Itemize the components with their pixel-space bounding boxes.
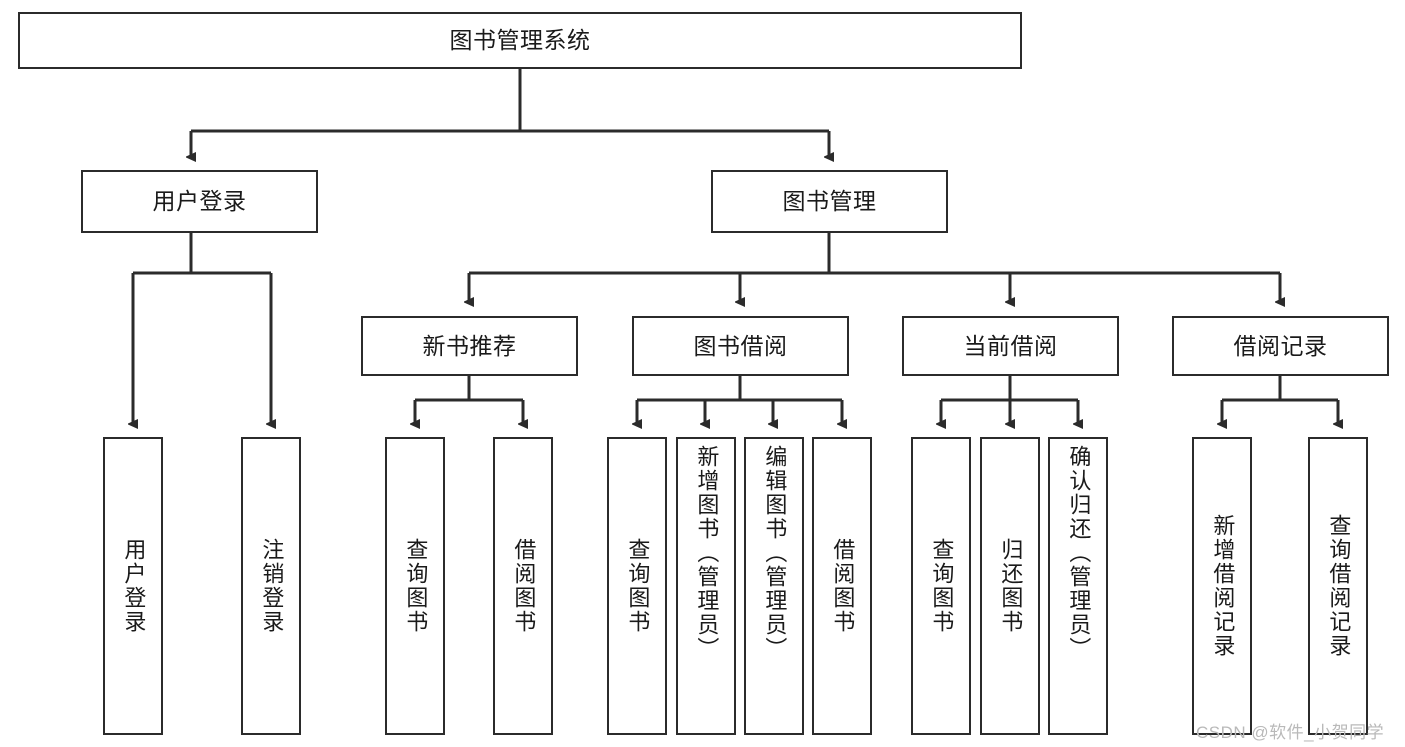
node-leaf-bb-borrow-book[interactable]: 借阅图书	[812, 437, 872, 735]
node-leaf-user-login[interactable]: 用户登录	[103, 437, 163, 735]
node-leaf-br-query-record-label: 查询借阅记录	[1326, 514, 1352, 658]
node-leaf-nb-query-book-label: 查询图书	[403, 538, 429, 634]
node-leaf-bb-edit-book[interactable]: 编辑图书（管理员）	[744, 437, 804, 735]
node-book-management-label: 图书管理	[782, 188, 877, 215]
node-borrow-record-label: 借阅记录	[1233, 332, 1328, 359]
node-leaf-cb-confirm-return-label: 确认归还（管理员）	[1066, 445, 1092, 661]
node-current-borrow[interactable]: 当前借阅	[902, 316, 1119, 376]
node-leaf-br-add-record-label: 新增借阅记录	[1210, 514, 1236, 658]
node-leaf-nb-borrow-book[interactable]: 借阅图书	[493, 437, 553, 735]
node-leaf-cb-return-book-label: 归还图书	[998, 538, 1024, 634]
node-leaf-logout[interactable]: 注销登录	[241, 437, 301, 735]
node-leaf-bb-query-book-label: 查询图书	[625, 538, 651, 634]
node-leaf-nb-query-book[interactable]: 查询图书	[385, 437, 445, 735]
node-leaf-user-login-label: 用户登录	[121, 538, 147, 634]
csdn-watermark: CSDN @软件_小贺同学	[1196, 723, 1385, 742]
node-book-management[interactable]: 图书管理	[711, 170, 948, 233]
node-leaf-cb-query-book[interactable]: 查询图书	[911, 437, 971, 735]
node-borrow-record[interactable]: 借阅记录	[1172, 316, 1389, 376]
node-current-borrow-label: 当前借阅	[963, 332, 1058, 359]
node-leaf-bb-add-book[interactable]: 新增图书（管理员）	[676, 437, 736, 735]
node-leaf-br-add-record[interactable]: 新增借阅记录	[1192, 437, 1252, 735]
node-leaf-logout-label: 注销登录	[259, 538, 285, 634]
node-leaf-nb-borrow-book-label: 借阅图书	[511, 538, 537, 634]
node-user-login-label: 用户登录	[152, 188, 247, 215]
node-book-borrow-label: 图书借阅	[693, 332, 788, 359]
node-leaf-br-query-record[interactable]: 查询借阅记录	[1308, 437, 1368, 735]
node-book-borrow[interactable]: 图书借阅	[632, 316, 849, 376]
node-leaf-cb-confirm-return[interactable]: 确认归还（管理员）	[1048, 437, 1108, 735]
node-leaf-bb-edit-book-label: 编辑图书（管理员）	[762, 445, 788, 661]
node-leaf-bb-add-book-label: 新增图书（管理员）	[694, 445, 720, 661]
node-user-login[interactable]: 用户登录	[81, 170, 318, 233]
node-root-system[interactable]: 图书管理系统	[18, 12, 1022, 69]
node-leaf-bb-borrow-book-label: 借阅图书	[830, 538, 856, 634]
node-leaf-cb-query-book-label: 查询图书	[929, 538, 955, 634]
node-new-book-recommend-label: 新书推荐	[422, 332, 517, 359]
node-new-book-recommend[interactable]: 新书推荐	[361, 316, 578, 376]
node-root-system-label: 图书管理系统	[449, 27, 591, 54]
node-leaf-bb-query-book[interactable]: 查询图书	[607, 437, 667, 735]
node-leaf-cb-return-book[interactable]: 归还图书	[980, 437, 1040, 735]
